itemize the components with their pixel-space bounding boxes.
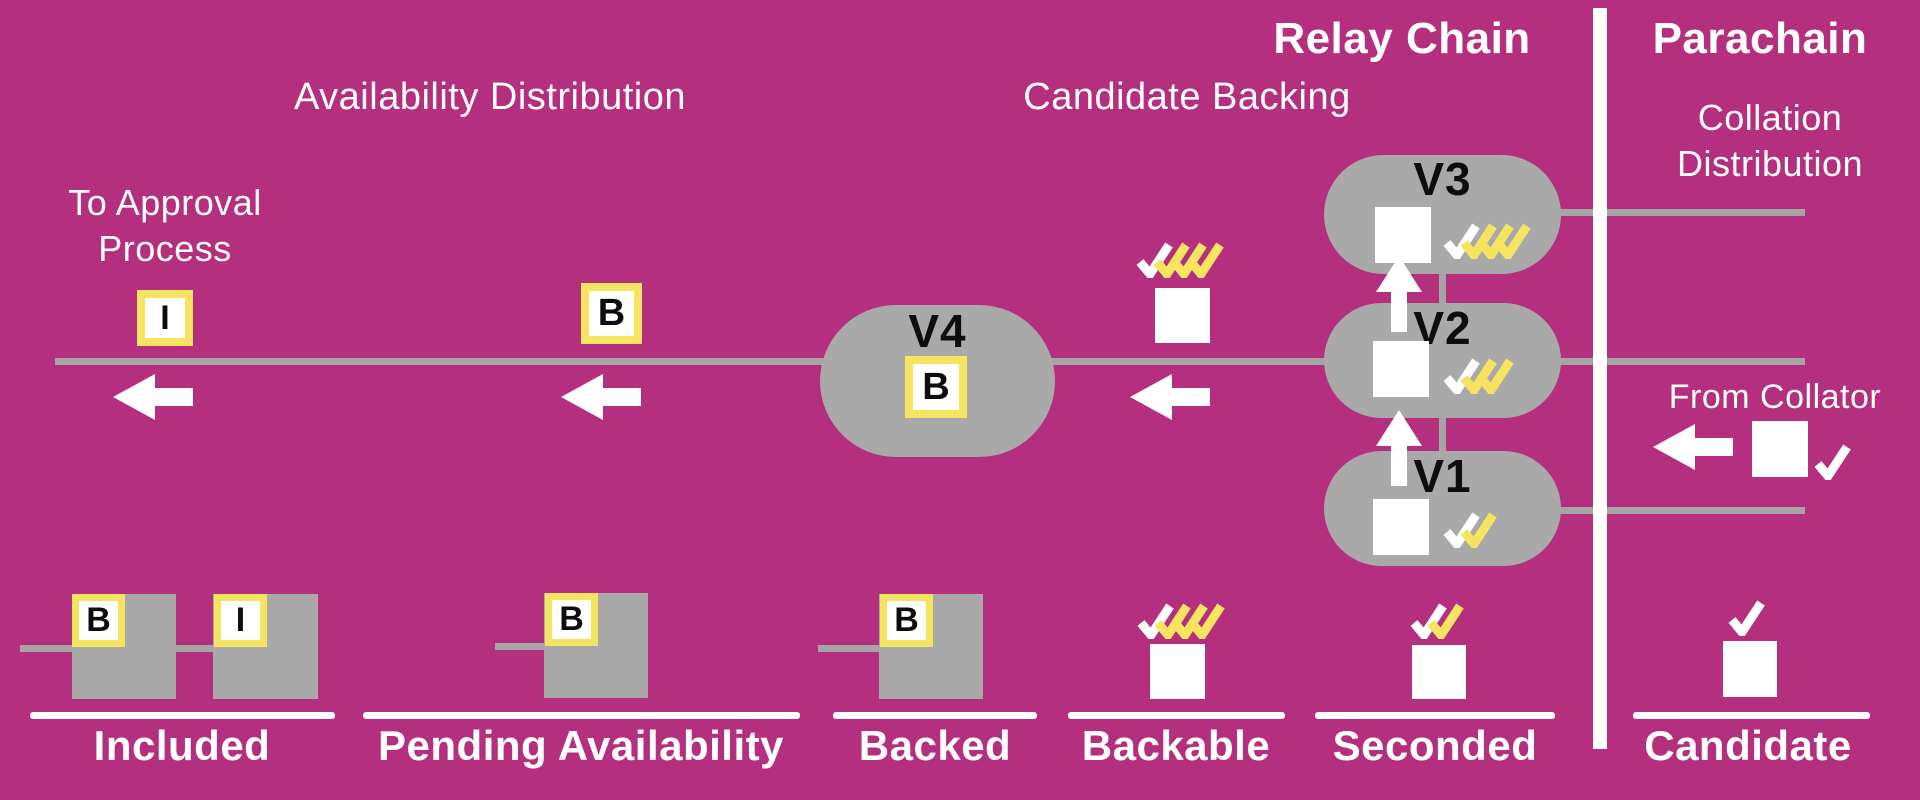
backed-badge-b: B	[880, 594, 933, 647]
stage-label-pending-availability: Pending Availability	[378, 722, 784, 769]
from-collator-label: From Collator	[1668, 378, 1882, 416]
parachain-title: Parachain	[1652, 14, 1868, 63]
collation-distribution-label: Collation Distribution	[1620, 95, 1920, 187]
backed-candidate-badge: B	[581, 283, 642, 344]
candidate-backing-label: Candidate Backing	[1023, 76, 1351, 118]
relay-chain-title: Relay Chain	[1273, 14, 1531, 63]
to-approval-line1: To Approval	[68, 182, 262, 223]
v1-checks	[1443, 510, 1533, 548]
flow-arrow-backed	[561, 374, 641, 420]
pending-badge-b: B	[545, 593, 598, 646]
v1-candidate-square	[1373, 499, 1429, 555]
included-badge-b: B	[72, 594, 125, 647]
validator-v4-label: V4	[908, 305, 967, 357]
v2-v1-connector	[1439, 416, 1446, 454]
relay-parachain-divider	[1593, 8, 1607, 749]
backable-candidate-square	[1155, 288, 1210, 343]
backable-checks	[1137, 601, 1227, 639]
validator-v3-label: V3	[1413, 153, 1472, 205]
validator-pill-v2	[1324, 303, 1561, 418]
flow-arrow-to-approval	[113, 374, 193, 420]
included-connector-left	[20, 645, 74, 652]
candidate-square	[1723, 641, 1777, 697]
v1-parachain-line	[1555, 507, 1805, 514]
candidate-checks	[1728, 598, 1768, 636]
backable-square	[1150, 644, 1205, 699]
collator-candidate-square	[1752, 421, 1808, 477]
v2-to-v3-arrow	[1376, 256, 1422, 332]
collation-distribution-line2: Distribution	[1676, 143, 1864, 184]
collator-candidate-check	[1814, 442, 1854, 480]
stage-label-included: Included	[93, 722, 271, 769]
validator-pill-v1	[1324, 451, 1561, 566]
seconded-square	[1412, 645, 1466, 699]
seconded-checks	[1410, 601, 1500, 639]
v1-to-v2-arrow	[1376, 410, 1422, 486]
v2-candidate-square	[1373, 341, 1429, 397]
v3-candidate-square	[1375, 207, 1431, 263]
stage-label-backed: Backed	[858, 722, 1012, 769]
v4-backed-badge: B	[905, 356, 967, 418]
backed-connector	[818, 645, 881, 652]
availability-distribution-label: Availability Distribution	[294, 76, 686, 118]
validator-pill-v3	[1324, 155, 1561, 274]
backable-candidate-checks	[1136, 240, 1226, 278]
included-badge-i: I	[214, 594, 267, 647]
stage-label-candidate: Candidate	[1644, 722, 1852, 769]
collation-distribution-line1: Collation	[1697, 97, 1843, 138]
v3-v2-connector	[1439, 272, 1446, 306]
included-underline	[30, 712, 335, 719]
stage-label-backable: Backable	[1081, 722, 1271, 769]
pending-connector	[495, 643, 546, 650]
stage-label-seconded: Seconded	[1332, 722, 1538, 769]
validator-v2-label: V2	[1413, 302, 1472, 354]
to-approval-line2: Process	[98, 228, 232, 269]
v3-checks	[1443, 221, 1533, 259]
included-candidate-badge: I	[137, 290, 193, 346]
pending-underline	[363, 712, 800, 719]
included-connector-mid	[174, 645, 216, 652]
flow-arrow-backable	[1130, 374, 1210, 420]
backed-underline	[833, 712, 1037, 719]
from-collator-arrow	[1653, 424, 1733, 470]
seconded-underline	[1315, 712, 1555, 719]
validator-v1-label: V1	[1413, 450, 1472, 502]
to-approval-process-label: To Approval Process	[35, 180, 295, 272]
candidate-underline	[1633, 712, 1870, 719]
v2-checks	[1443, 356, 1533, 394]
backable-underline	[1068, 712, 1285, 719]
v3-parachain-line	[1555, 209, 1805, 216]
